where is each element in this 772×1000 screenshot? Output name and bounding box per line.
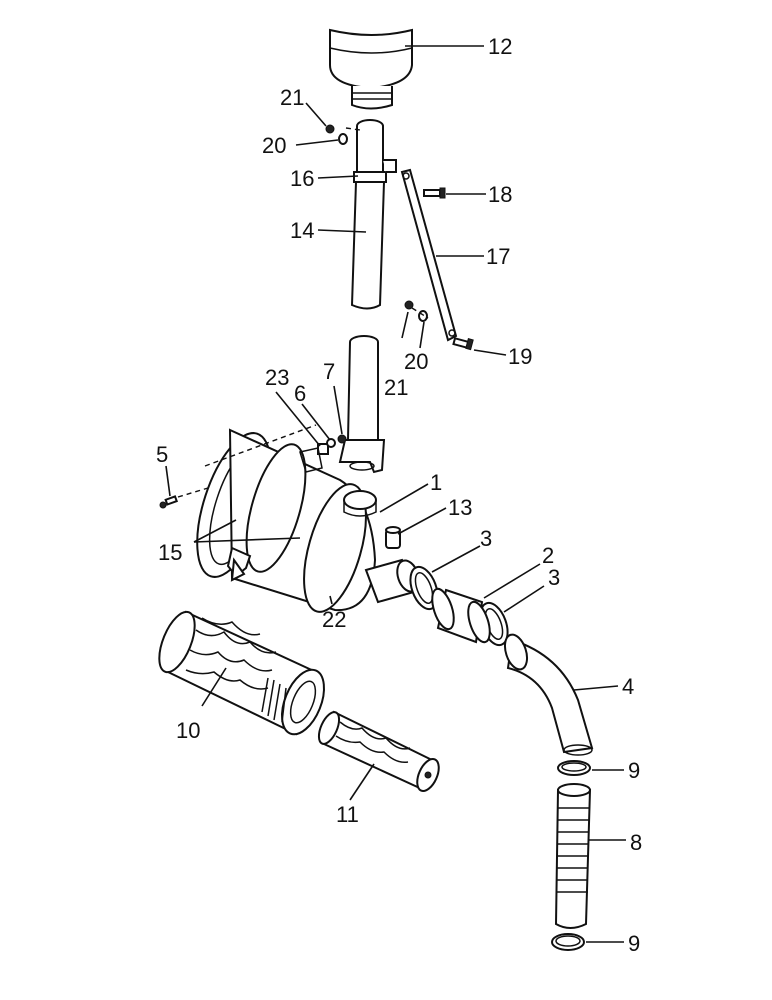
leader-lines xyxy=(165,45,626,943)
callout-6: 6 xyxy=(294,381,306,406)
callout-8: 8 xyxy=(630,830,642,855)
callout-19: 19 xyxy=(508,344,532,369)
part-13-fitting xyxy=(385,526,401,549)
part-21-nut-lower xyxy=(404,300,414,310)
callout-2: 2 xyxy=(542,543,554,568)
part-4-elbow xyxy=(503,633,594,756)
callout-1: 1 xyxy=(430,470,442,495)
callout-4: 4 xyxy=(622,674,634,699)
part-9-clamp-lower xyxy=(551,933,585,951)
callout-10: 10 xyxy=(176,718,200,743)
part-11-safety-filter xyxy=(317,710,440,792)
callout-18: 18 xyxy=(488,182,512,207)
part-19-bolt xyxy=(452,337,474,351)
callout-16: 16 xyxy=(290,166,314,191)
alignment-line xyxy=(177,487,209,498)
callout-12: 12 xyxy=(488,34,512,59)
part-3-clamp-a xyxy=(409,565,439,611)
callout-15: 15 xyxy=(158,540,182,565)
callout-11: 11 xyxy=(336,802,359,827)
callout-5: 5 xyxy=(156,442,168,467)
part-9-clamp-upper xyxy=(557,760,591,776)
callout-17: 17 xyxy=(486,244,510,269)
callout-9-upper: 9 xyxy=(628,758,640,783)
callout-3-right: 3 xyxy=(548,565,560,590)
part-10-primary-filter xyxy=(158,610,325,736)
callout-21: 21 xyxy=(280,85,304,110)
callout-14: 14 xyxy=(290,218,314,243)
part-14-upper-tube xyxy=(350,119,397,310)
callout-21-lower: 21 xyxy=(384,375,408,400)
part-21-nut-upper xyxy=(325,124,335,134)
alignment-line xyxy=(204,424,317,467)
part-2-sleeve xyxy=(431,587,491,644)
part-12-precleaner xyxy=(329,28,413,110)
part-8-flex-hose xyxy=(554,783,592,929)
part-5-bolt xyxy=(159,495,179,509)
part-18-bolt xyxy=(423,187,446,199)
callout-20-lower: 20 xyxy=(404,349,428,374)
callout-23: 23 xyxy=(265,365,289,390)
part-1-air-cleaner-housing xyxy=(196,428,420,613)
callout-3-left: 3 xyxy=(480,526,492,551)
part-17-bracket xyxy=(400,168,458,342)
alignment-line xyxy=(345,127,361,131)
callout-13: 13 xyxy=(448,495,472,520)
callout-22: 22 xyxy=(322,607,346,632)
part-6-washer xyxy=(326,438,336,448)
part-7-nut xyxy=(337,434,347,444)
alignment-line xyxy=(411,307,429,319)
callout-20: 20 xyxy=(262,133,286,158)
callout-9-lower: 9 xyxy=(628,931,640,956)
callout-7: 7 xyxy=(323,359,335,384)
lower-intake-tube xyxy=(338,335,386,474)
callouts: 12 21 20 16 14 18 17 19 20 21 23 6 7 5 1… xyxy=(156,34,642,956)
part-20-washer-upper xyxy=(338,133,348,145)
